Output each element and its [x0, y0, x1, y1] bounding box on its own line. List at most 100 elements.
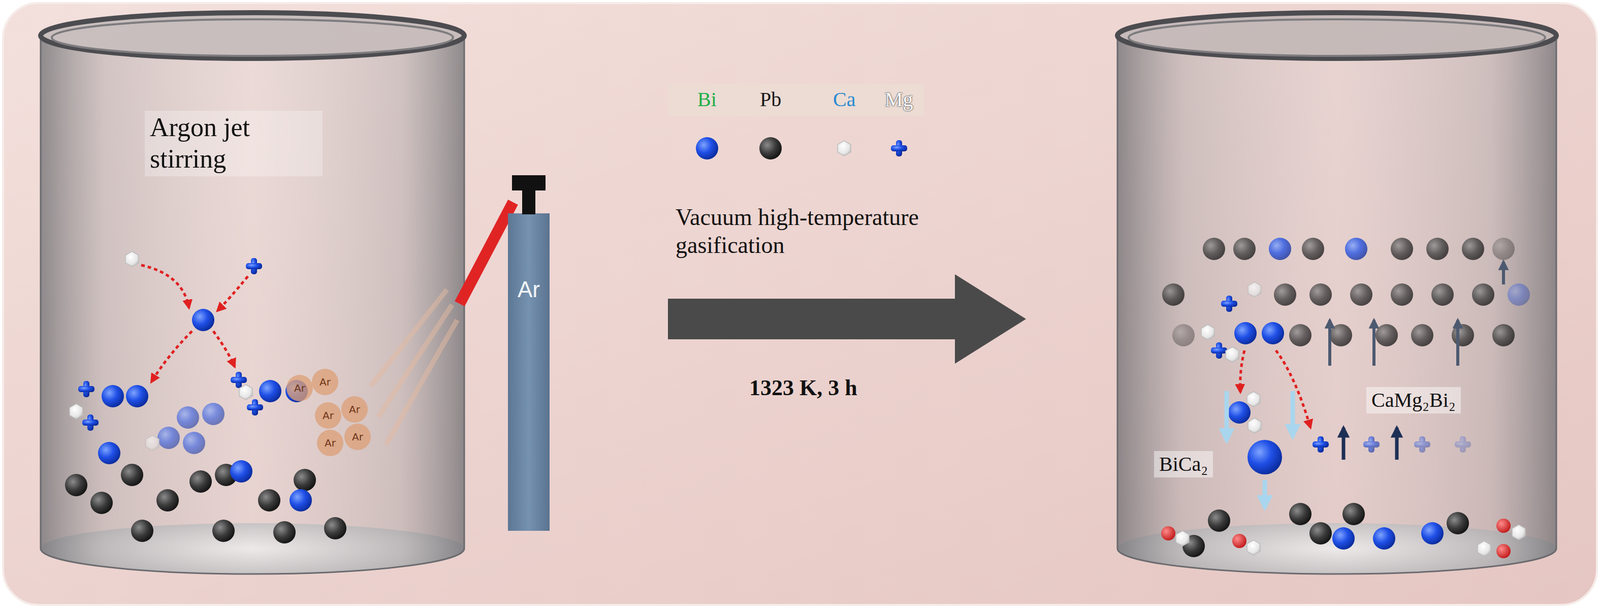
right-atoms-part-part [1240, 350, 1245, 393]
left-atoms-part [273, 521, 296, 544]
right-atoms-part-part [1375, 324, 1398, 347]
argon-bubble: Ar [316, 429, 344, 457]
right-atoms-part-part [1289, 324, 1312, 347]
background-part [3, 3, 1597, 605]
left-atoms [65, 251, 347, 544]
compound-label: BiCa₂ [1154, 451, 1213, 478]
left-atoms-part-part [213, 331, 235, 367]
argon-label: Ar [319, 375, 331, 389]
right-atoms-part-part [1224, 391, 1230, 441]
right-atoms-part [1329, 261, 1504, 366]
right-atoms-part [1228, 401, 1251, 424]
right-atoms-part-part [1501, 261, 1506, 285]
left-atoms-part-part [176, 406, 200, 429]
argon-bubble: Ar [344, 423, 371, 451]
right-atoms-part-part [1341, 427, 1346, 460]
process-note: Argon jet stirring [144, 110, 323, 177]
argon-bubble: Ar [311, 368, 339, 396]
right-atoms-part [1226, 391, 1293, 508]
argon-label: Ar [324, 436, 336, 450]
right-atoms-part [1496, 518, 1511, 533]
left-atoms-part [78, 380, 95, 398]
right-atoms-part-part [1162, 283, 1185, 306]
right-atoms-part [1175, 530, 1190, 547]
left-atoms-part [192, 308, 215, 332]
right-atoms-part-part [1233, 237, 1256, 261]
right-atoms-part [1246, 539, 1261, 556]
argon-supply-part [512, 175, 546, 191]
right-atoms-part-part [1290, 391, 1296, 437]
argon-label: Ar [348, 403, 361, 416]
left-atoms-part [125, 385, 149, 408]
right-atoms-part-part [1350, 283, 1373, 306]
right-atoms-part [1221, 295, 1238, 312]
right-atoms-part-part [1472, 283, 1495, 306]
right-atoms-part [1247, 439, 1283, 475]
legend-label: Mg [884, 87, 914, 112]
right-atoms-part [1342, 502, 1365, 526]
left-crucible-part [51, 19, 454, 56]
legend-label: Ca [833, 87, 856, 112]
right-atoms-part-part [1309, 283, 1332, 306]
right-atoms-part [1261, 322, 1285, 345]
right-atoms-part-part [1345, 237, 1368, 261]
right-crucible [1117, 12, 1557, 574]
left-atoms-part-part [145, 435, 159, 451]
left-atoms-part-part [217, 276, 248, 311]
right-atoms-part [1172, 237, 1530, 347]
right-atoms-part-part [1492, 237, 1515, 261]
gas-cylinder: Ar [507, 213, 550, 531]
left-atoms-part [258, 489, 281, 512]
left-atoms-part [82, 414, 99, 431]
right-atoms-part [1332, 527, 1355, 550]
left-atoms-part [246, 399, 264, 416]
right-atoms-part-part [1390, 237, 1414, 261]
argon-bubble: Ar [286, 374, 313, 402]
right-atoms-part-part [1454, 436, 1471, 453]
background [3, 3, 1597, 605]
right-atoms-part [1225, 346, 1239, 363]
left-atoms-part [125, 251, 139, 267]
right-atoms-part [1289, 502, 1312, 526]
right-atoms-part-part [1507, 283, 1530, 306]
left-atoms-part-part [182, 431, 206, 455]
right-crucible-part [1117, 12, 1557, 59]
legend-panel-part [667, 84, 925, 116]
right-atoms-part-part [1248, 281, 1262, 298]
left-atoms-part [131, 519, 154, 542]
legend-label: Bi [697, 87, 717, 112]
left-atoms-part [98, 441, 121, 465]
left-atoms-part [324, 517, 347, 540]
argon-label: Ar [294, 381, 306, 395]
right-atoms-part-part [1461, 237, 1485, 261]
right-atoms-part [1454, 436, 1471, 453]
argon-supply-part [386, 320, 458, 445]
right-atoms-part-part [1363, 436, 1380, 453]
argon-supply-part [459, 202, 514, 304]
legend-panel-part [695, 137, 719, 160]
left-atoms-part [293, 468, 316, 492]
left-atoms-part-part [202, 402, 225, 426]
right-atoms-part [1343, 427, 1397, 460]
left-atoms-part [145, 402, 225, 455]
right-atoms-part-part [1268, 237, 1292, 261]
left-atoms-part [65, 473, 88, 497]
right-atoms-part [1161, 526, 1176, 541]
right-atoms-part [1414, 436, 1431, 453]
argon-supply-part [378, 304, 453, 417]
right-atoms-part-part [1262, 480, 1268, 508]
right-atoms-part [1477, 540, 1491, 557]
left-atoms-part [212, 519, 235, 542]
left-atoms-part [245, 258, 263, 275]
left-atoms-part-part [157, 426, 180, 450]
right-atoms-part [1210, 342, 1228, 359]
left-atoms-part [239, 384, 253, 400]
left-atoms-part-part [151, 331, 192, 382]
right-atoms-part-part [1372, 320, 1376, 366]
left-atoms-part-part [141, 265, 189, 308]
left-atoms-part [141, 265, 248, 382]
left-atoms-part [156, 489, 179, 512]
left-crucible-part [40, 35, 465, 574]
right-atoms-part [1312, 436, 1329, 453]
